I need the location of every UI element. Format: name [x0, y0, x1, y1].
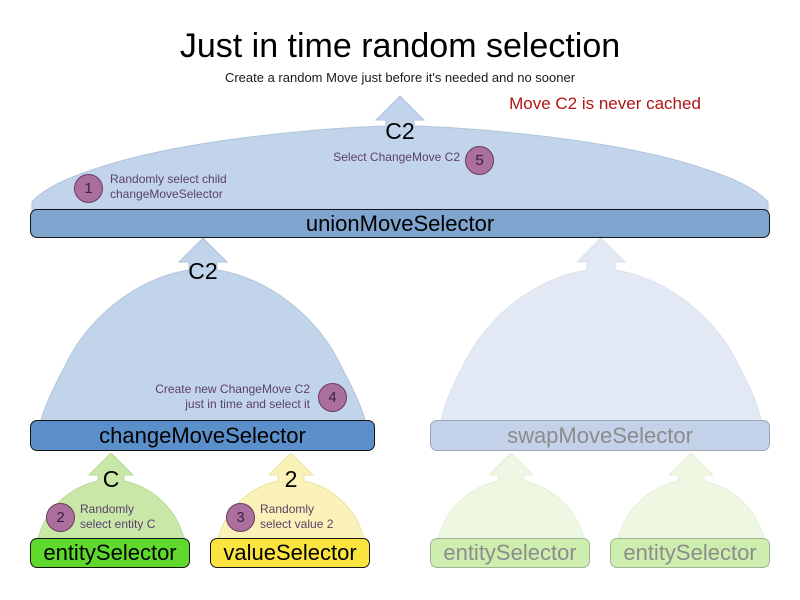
node-union-move-selector-label: unionMoveSelector [305, 210, 495, 236]
node-change-move-selector-label: changeMoveSelector [99, 422, 306, 448]
step-2-badge: 2 [46, 503, 75, 532]
step-4-note: Create new ChangeMove C2 just in time an… [110, 382, 310, 412]
step-3-line1: Randomly [260, 502, 315, 516]
node-value-selector-label: valueSelector [223, 540, 357, 565]
step-1-badge: 1 [74, 174, 103, 203]
swap-entity-1-flow-arrow [435, 453, 587, 543]
node-entity-selector-label: entitySelector [43, 540, 177, 565]
step-4-line1: Create new ChangeMove C2 [155, 382, 310, 396]
step-3-badge: 3 [226, 503, 255, 532]
change-flow-label: C2 [188, 258, 218, 284]
step-2-line2: select entity C [80, 517, 156, 531]
node-union-move-selector[interactable]: unionMoveSelector [30, 209, 770, 238]
node-swap-move-selector-label: swapMoveSelector [507, 422, 693, 448]
warning-note: Move C2 is never cached [509, 94, 701, 113]
page-title: Just in time random selection [179, 27, 621, 65]
step-5-badge: 5 [465, 146, 494, 175]
step-4-badge: 4 [318, 383, 347, 412]
node-entity-selector[interactable]: entitySelector [30, 538, 190, 568]
step-2-line1: Randomly [80, 502, 135, 516]
entity-flow-label: C [102, 466, 120, 492]
node-swap-entity-selector-2[interactable]: entitySelector [610, 538, 770, 568]
step-1-note: Randomly select child changeMoveSelector [110, 172, 290, 202]
step-5-line1: Select ChangeMove C2 [333, 150, 460, 164]
node-swap-entity-selector-1-label: entitySelector [443, 540, 577, 565]
step-3-line2: select value 2 [260, 517, 334, 531]
union-flow-label: C2 [385, 118, 415, 144]
node-swap-move-selector[interactable]: swapMoveSelector [430, 420, 770, 451]
node-swap-entity-selector-1[interactable]: entitySelector [430, 538, 590, 568]
union-flow-arrow [31, 96, 769, 212]
step-3-note: Randomly select value 2 [260, 502, 370, 532]
value-flow-label: 2 [284, 466, 298, 492]
node-change-move-selector[interactable]: changeMoveSelector [30, 420, 375, 451]
step-4-line2: just in time and select it [185, 397, 310, 411]
node-value-selector[interactable]: valueSelector [210, 538, 370, 568]
step-1-line2: changeMoveSelector [110, 187, 223, 201]
node-swap-entity-selector-2-label: entitySelector [623, 540, 757, 565]
step-2-note: Randomly select entity C [80, 502, 190, 532]
swap-flow-arrow [439, 238, 763, 424]
step-5-note: Select ChangeMove C2 [300, 150, 460, 165]
change-flow-arrow [39, 238, 367, 424]
step-1-line1: Randomly select child [110, 172, 227, 186]
page-subtitle: Create a random Move just before it's ne… [224, 70, 576, 85]
swap-entity-2-flow-arrow [615, 453, 767, 543]
